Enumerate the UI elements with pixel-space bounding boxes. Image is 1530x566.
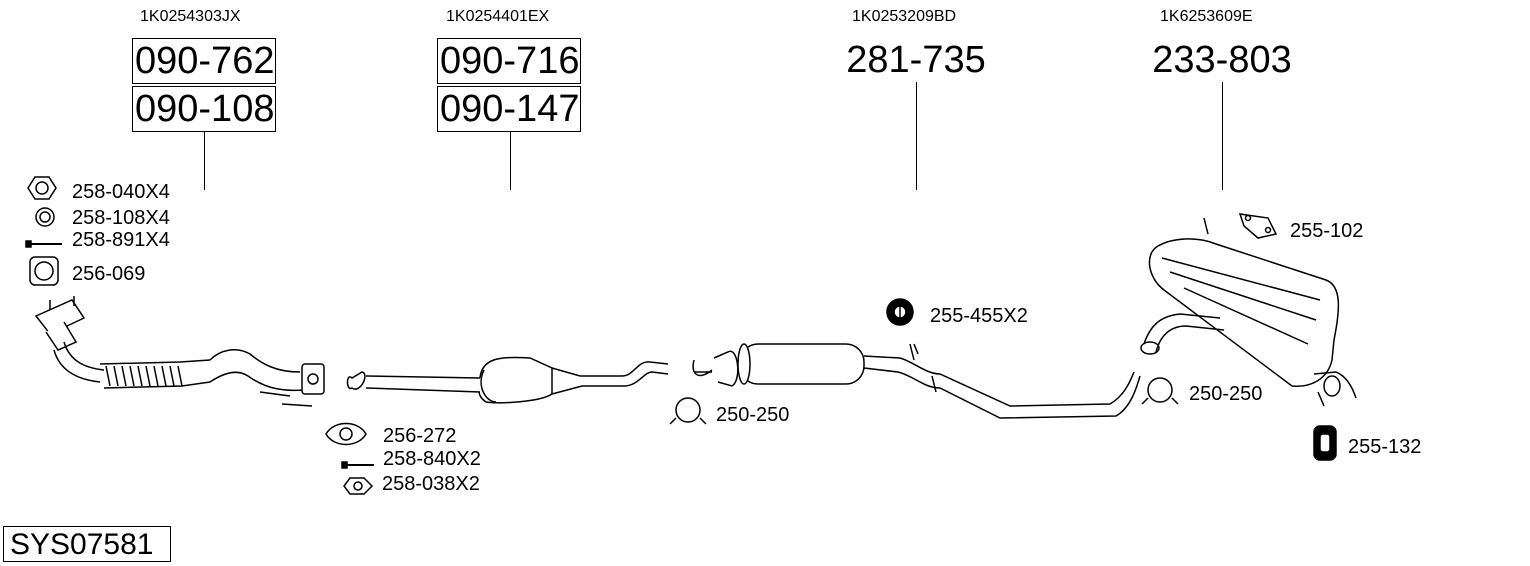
leader-line-3 (916, 82, 917, 190)
accessory-label-258-040[interactable]: 258-040X4 (72, 181, 170, 203)
accessory-label-256-272[interactable]: 256-272 (383, 425, 457, 447)
accessory-label-255-102[interactable]: 255-102 (1290, 220, 1364, 242)
part-number-box-090-108[interactable]: 090-108 (132, 86, 276, 132)
accessory-label-256-069[interactable]: 256-069 (72, 263, 146, 285)
part-number-233-803[interactable]: 233-803 (1152, 39, 1292, 81)
part-number-box-090-147[interactable]: 090-147 (437, 86, 581, 132)
front-pipe-catalyst-drawing (34, 296, 325, 407)
hex-nut-icon (27, 176, 57, 200)
accessory-label-258-038[interactable]: 258-038X2 (382, 473, 480, 495)
accessory-label-258-891[interactable]: 258-891X4 (72, 229, 170, 251)
bolt-small-icon (341, 461, 374, 469)
clamp-icon-a (669, 397, 707, 425)
oem-number-2: 1K0254401EX (446, 8, 550, 25)
clamp-icon-b (1141, 377, 1179, 405)
accessory-label-255-132[interactable]: 255-132 (1348, 436, 1422, 458)
oem-number-1: 1K0254303JX (140, 8, 241, 25)
accessory-label-250-250-a[interactable]: 250-250 (716, 404, 790, 426)
leader-line-1 (204, 132, 205, 190)
flange-nut-icon (343, 477, 374, 495)
system-code-label: SYS07581 (3, 526, 171, 562)
rear-silencer-drawing (1140, 217, 1357, 407)
leader-line-2 (510, 132, 511, 190)
leader-line-4 (1222, 82, 1223, 190)
bolt-icon (25, 240, 62, 248)
flange-gasket-icon (29, 256, 59, 286)
part-number-281-735[interactable]: 281-735 (846, 39, 986, 81)
washer-ring-icon (35, 207, 55, 227)
rubber-mount-icon (1313, 425, 1337, 461)
accessory-label-258-840[interactable]: 258-840X2 (383, 448, 481, 470)
part-number-box-090-762[interactable]: 090-762 (132, 38, 276, 84)
center-pipe-catalyst-drawing (346, 356, 669, 404)
center-silencer-drawing (692, 343, 1141, 419)
accessory-label-258-108[interactable]: 258-108X4 (72, 207, 170, 229)
part-number-box-090-716[interactable]: 090-716 (437, 38, 581, 84)
oem-number-3: 1K0253209BD (852, 8, 957, 25)
oval-gasket-icon (325, 422, 367, 446)
rubber-hanger-icon (886, 298, 914, 326)
accessory-label-250-250-b[interactable]: 250-250 (1189, 383, 1263, 405)
accessory-label-255-455[interactable]: 255-455X2 (930, 305, 1028, 327)
oem-number-4: 1K6253609E (1160, 8, 1253, 25)
mounting-bracket-icon (1238, 213, 1278, 239)
